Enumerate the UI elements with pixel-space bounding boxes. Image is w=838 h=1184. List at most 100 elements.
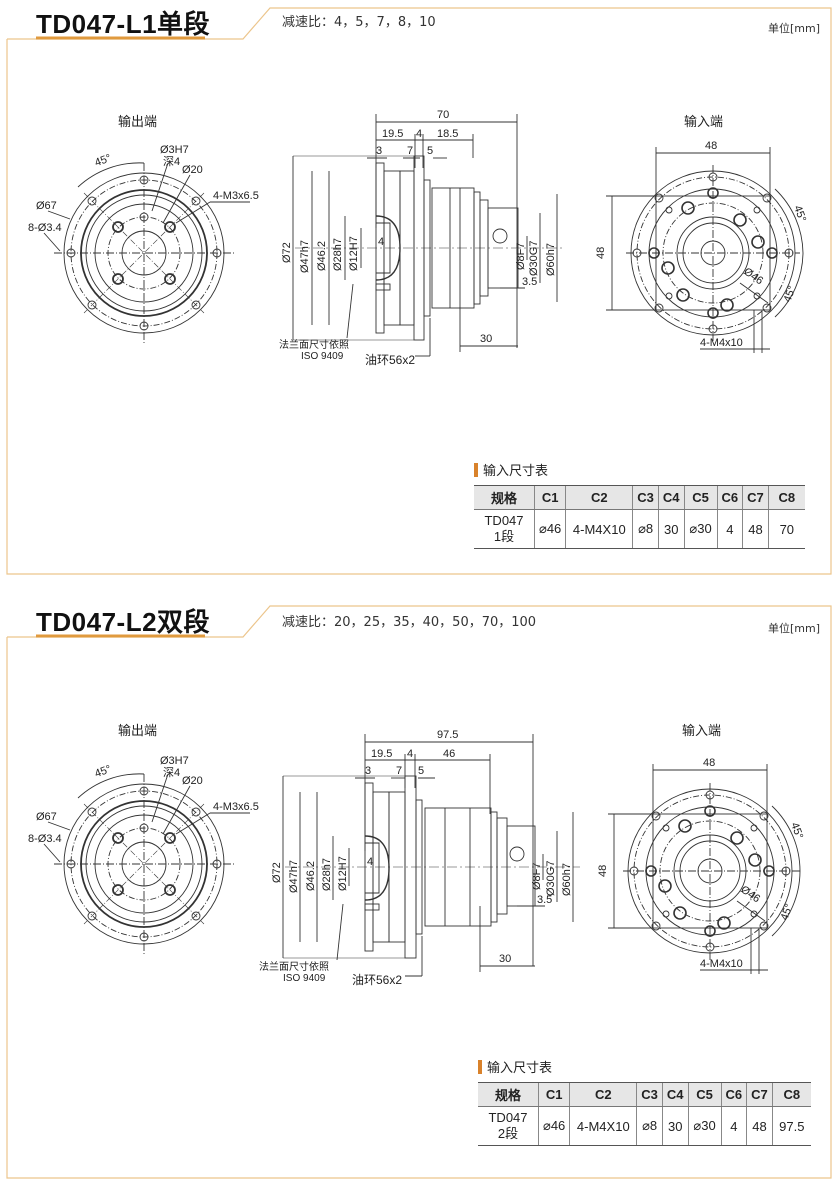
- section-td047-l2: TD047-L2双段 减速比：20，25，35，40，50，70，100 单位[…: [0, 598, 838, 1184]
- header-c1: C1: [533, 485, 566, 510]
- sub-a-dim: 3: [365, 765, 371, 777]
- cell-c6: 4: [720, 1106, 747, 1146]
- seg-b-dim: 4: [407, 748, 413, 760]
- seg-a-dim: 19.5: [382, 128, 403, 140]
- d-12-dim: Ø12H7: [348, 236, 360, 271]
- flange-len-dim: 30: [499, 953, 511, 965]
- tap-dim: 4-M3x6.5: [213, 190, 259, 202]
- header-c6: C6: [720, 1082, 747, 1107]
- angle2-dim: 45°: [782, 284, 799, 304]
- table-title: 输入尺寸表: [478, 1057, 811, 1076]
- angle1-dim: 45°: [788, 821, 805, 841]
- header-c5: C5: [683, 485, 718, 510]
- section-frame: [6, 605, 832, 1179]
- d-60-dim: Ø60h7: [545, 243, 557, 276]
- d-outer-dim: Ø72: [271, 862, 283, 883]
- height-dim: 48: [597, 865, 609, 877]
- bolt-circle-dim: Ø67: [36, 811, 57, 823]
- d-60-dim: Ø60h7: [561, 863, 573, 896]
- header-c3: C3: [636, 1082, 663, 1107]
- output-end-label: 输出端: [118, 724, 158, 739]
- d-30-dim: Ø30G7: [545, 861, 557, 896]
- page-title: TD047-L2双段: [36, 607, 211, 637]
- header-c4: C4: [657, 485, 685, 510]
- flange-len-dim: 30: [480, 333, 492, 345]
- angle1-dim: 45°: [791, 204, 808, 224]
- d-8-dim: Ø8F7: [515, 242, 527, 270]
- overall-length-dim: 97.5: [437, 729, 458, 741]
- cell-c2: 4-M4X10: [569, 1106, 637, 1146]
- input-end-drawing: 48 48 45° 45° Ø46 4-M4x10: [595, 140, 808, 353]
- depth-dim: 3.5: [522, 276, 537, 288]
- cell-c5: ⌀30: [687, 1106, 722, 1146]
- table-header-row: 规格 C1 C2 C3 C4 C5 C6 C7 C8: [474, 485, 805, 510]
- pin-hole-dim: Ø3H7: [160, 144, 189, 156]
- oring-note: 油环56x2: [352, 973, 402, 987]
- tap-dim: 4-M4x10: [700, 958, 743, 970]
- header-c7: C7: [742, 485, 769, 510]
- cell-c6: 4: [716, 509, 743, 549]
- sub-c-dim: 5: [418, 765, 424, 777]
- pin-depth-dim: 深4: [163, 155, 180, 168]
- iso-note: ISO 9409: [283, 973, 326, 984]
- sub-a-dim: 3: [376, 145, 382, 157]
- sub-c-dim: 5: [427, 145, 433, 157]
- input-end-drawing: 48 48 45° 45° Ø46 4-M4x10: [597, 757, 805, 974]
- unit-label: 单位[mm]: [767, 622, 820, 635]
- pin-depth-dim: 深4: [163, 766, 180, 779]
- key-dim: 4: [367, 856, 373, 868]
- depth-dim: 3.5: [537, 894, 552, 906]
- seg-b-dim: 4: [416, 128, 422, 140]
- d-pilot-dim: Ø47h7: [299, 240, 311, 273]
- d-28-dim: Ø28h7: [321, 858, 333, 891]
- side-view-drawing: 70 19.5 4 18.5 3 7 5 4 Ø72 Ø47h7 Ø46.2 Ø…: [279, 109, 565, 367]
- d-pilot-dim: Ø47h7: [288, 860, 300, 893]
- d-8-dim: Ø8F7: [531, 862, 543, 890]
- cell-c4: 30: [661, 1106, 689, 1146]
- header-c7: C7: [746, 1082, 773, 1107]
- header-c5: C5: [687, 1082, 722, 1107]
- output-end-drawing: 45° Ø3H7 深4 Ø20 4-M3x6.5 Ø67 8-Ø3.4: [28, 755, 259, 954]
- cell-c3: ⌀8: [632, 509, 659, 549]
- cell-c1: ⌀46: [537, 1106, 570, 1146]
- header-spec: 规格: [478, 1082, 539, 1107]
- cell-c8: 97.5: [771, 1106, 811, 1146]
- reduction-ratio: 减速比：4，5，7，8，10: [282, 15, 436, 30]
- section-frame: [6, 7, 832, 575]
- header-c2: C2: [565, 485, 633, 510]
- header-c6: C6: [716, 485, 743, 510]
- table-title: 输入尺寸表: [474, 460, 805, 479]
- angle-dim: 45°: [93, 763, 113, 780]
- reduction-ratio: 减速比：20，25，35，40，50，70，100: [282, 615, 537, 630]
- d-46-dim: Ø46.2: [305, 861, 317, 891]
- pcd-dim: Ø46: [741, 266, 765, 288]
- overall-length-dim: 70: [437, 109, 449, 121]
- input-end-label: 输入端: [682, 724, 722, 739]
- seg-c-dim: 18.5: [437, 128, 458, 140]
- pcd-dim: Ø20: [182, 164, 203, 176]
- d-12-dim: Ø12H7: [337, 856, 349, 891]
- page-title: TD047-L1单段: [36, 9, 211, 39]
- cell-c7: 48: [742, 509, 769, 549]
- width-dim: 48: [705, 140, 717, 152]
- section-td047-l1: TD047-L1单段 减速比：4，5，7，8，10 单位[mm] 输出端: [0, 0, 838, 578]
- unit-label: 单位[mm]: [767, 22, 820, 35]
- cell-c7: 48: [746, 1106, 773, 1146]
- bolt-circle-dim: Ø67: [36, 200, 57, 212]
- d-30-dim: Ø30G7: [528, 241, 540, 276]
- d-outer-dim: Ø72: [281, 242, 293, 263]
- flange-note: 法兰面尺寸依照: [279, 338, 349, 351]
- output-end-label: 输出端: [118, 115, 158, 130]
- header-c4: C4: [661, 1082, 689, 1107]
- seg-c-dim: 46: [443, 748, 455, 760]
- height-dim: 48: [595, 247, 607, 259]
- cell-c8: 70: [767, 509, 805, 549]
- iso-note: ISO 9409: [301, 351, 344, 362]
